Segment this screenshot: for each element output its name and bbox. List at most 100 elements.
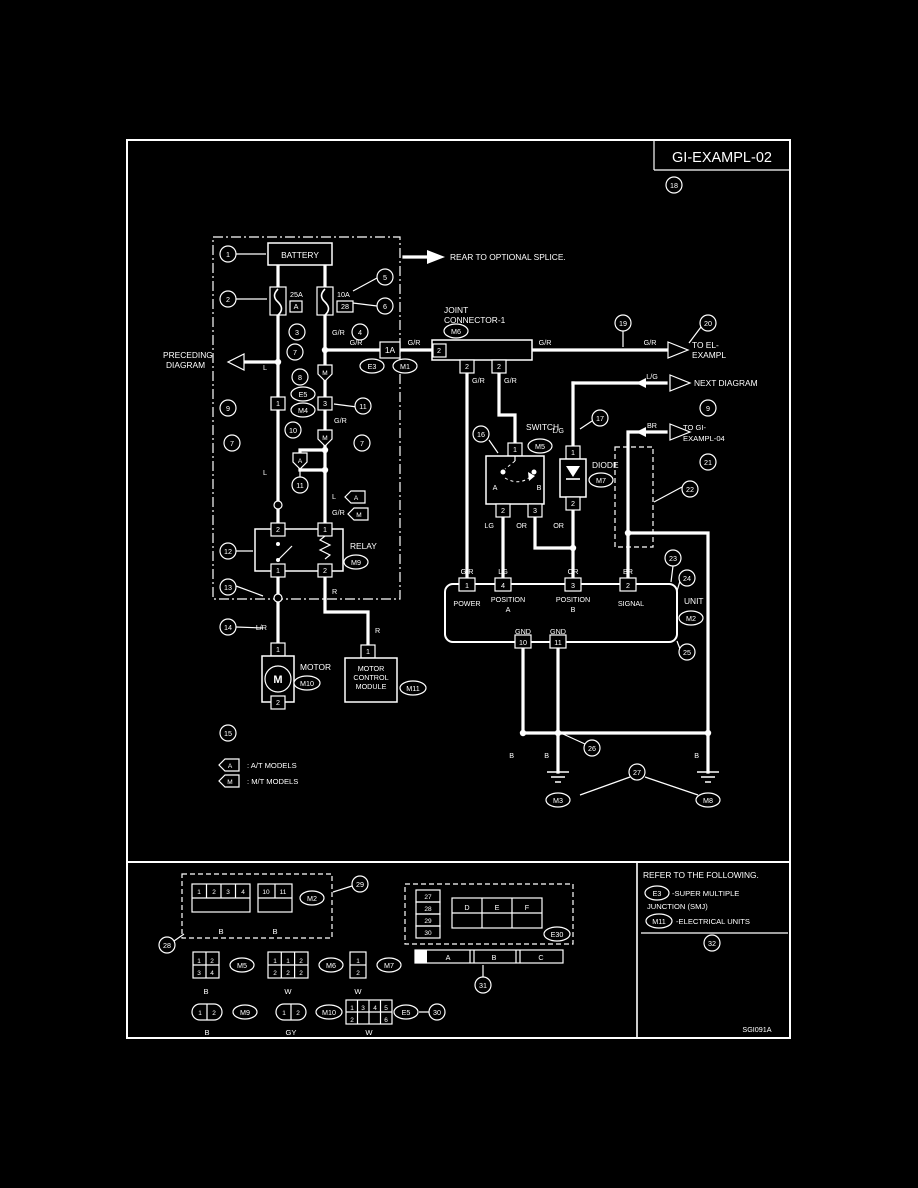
cavity: D bbox=[464, 903, 469, 912]
smj-connector-group bbox=[404, 883, 574, 945]
cavity: 1 bbox=[273, 958, 277, 965]
connector-e3: E3 bbox=[653, 889, 662, 898]
connector-m5: M5 bbox=[237, 961, 247, 970]
callout-2 bbox=[219, 290, 237, 308]
pin: 2 bbox=[501, 506, 505, 515]
to-el-l1: TO EL- bbox=[692, 340, 719, 350]
callout-27 bbox=[628, 763, 646, 781]
to-el-arrow-icon bbox=[667, 341, 690, 359]
callout-label-22: 22 bbox=[686, 485, 694, 494]
relay-block: 2 1 1 2 RELAY M9 bbox=[254, 522, 377, 578]
splice-text: REAR TO OPTIONAL SPLICE. bbox=[450, 252, 566, 262]
fuse2-amp: 10A bbox=[337, 290, 350, 299]
connector-m1: M1 bbox=[400, 362, 410, 371]
wire-label-br: BR bbox=[647, 421, 657, 430]
to-gi-exampl: BR TO GI- EXAMPL-04 bbox=[614, 421, 725, 548]
cavity: 3 bbox=[226, 889, 230, 896]
preceding-diagram: PRECEDING DIAGRAM bbox=[163, 350, 245, 371]
pin: 10 bbox=[519, 638, 527, 647]
pin: 2 bbox=[571, 499, 575, 508]
connector-m8: M8 bbox=[703, 796, 713, 805]
callout-23 bbox=[664, 549, 682, 567]
callout-label-12: 12 bbox=[224, 547, 232, 556]
connector-m10: M10 bbox=[300, 679, 314, 688]
joint-connector-box bbox=[431, 339, 533, 361]
callout-28 bbox=[158, 936, 176, 954]
wire-label-b: B bbox=[694, 751, 699, 760]
to-gi-arrow-icon bbox=[669, 423, 692, 441]
callout-7 bbox=[223, 434, 241, 452]
cavity: 29 bbox=[424, 918, 432, 925]
legend: A : A/T MODELS M : M/T MODELS bbox=[218, 758, 298, 788]
battery-box bbox=[267, 242, 333, 266]
connector-m6: M6 bbox=[326, 961, 336, 970]
control-unit: G/R LG OR BR 1 4 3 2 POWER POSITION A PO… bbox=[444, 567, 704, 649]
cavity: 1 bbox=[356, 958, 360, 965]
ground-icon bbox=[697, 771, 719, 783]
callout-6 bbox=[376, 297, 394, 315]
cavity: 3 bbox=[197, 970, 201, 977]
pin: 1 bbox=[571, 448, 575, 457]
callout-19 bbox=[614, 314, 632, 332]
next-diagram: L/G NEXT DIAGRAM bbox=[636, 372, 758, 392]
fuse1-amp: 25A bbox=[290, 290, 303, 299]
preceding-l2: DIAGRAM bbox=[166, 360, 205, 370]
wire-label-r: R bbox=[332, 587, 337, 596]
callout-label-5: 5 bbox=[383, 273, 387, 282]
wire-label-l: L bbox=[332, 492, 336, 501]
terminal-position-b: POSITION bbox=[556, 595, 590, 604]
callout-label-9: 9 bbox=[706, 404, 710, 413]
cavity: 28 bbox=[424, 906, 432, 913]
callout-4 bbox=[351, 323, 369, 341]
callout-32 bbox=[703, 934, 721, 952]
next-diagram-label: NEXT DIAGRAM bbox=[694, 378, 758, 388]
refer-heading: REFER TO THE FOLLOWING. bbox=[643, 870, 759, 880]
mt-marker bbox=[347, 507, 369, 521]
callout-label-7: 7 bbox=[293, 348, 297, 357]
callout-label-9: 9 bbox=[226, 404, 230, 413]
cavity: 2 bbox=[299, 970, 303, 977]
callout-label-8: 8 bbox=[298, 373, 302, 382]
wire-label-gr: G/R bbox=[332, 508, 345, 517]
cavity: 2 bbox=[212, 889, 216, 896]
switch-throw-arrow bbox=[528, 472, 535, 481]
connector-color: B bbox=[272, 927, 277, 936]
callout-16 bbox=[472, 425, 490, 443]
switch-box bbox=[485, 455, 545, 505]
callout-3 bbox=[288, 323, 306, 341]
terminal-signal: SIGNAL bbox=[618, 599, 644, 608]
cavity: 1 bbox=[282, 1010, 286, 1017]
callout-7 bbox=[286, 343, 304, 361]
at-marker bbox=[218, 758, 240, 772]
wire-label-gr: G/R bbox=[461, 567, 474, 576]
cavity: 4 bbox=[373, 1005, 377, 1012]
smj-pin-box bbox=[379, 341, 401, 359]
callout-label-11: 11 bbox=[296, 481, 303, 490]
diode-symbol bbox=[566, 466, 580, 477]
next-diagram-arrow-icon bbox=[669, 374, 692, 392]
callout-17 bbox=[591, 409, 609, 427]
terminal-power: POWER bbox=[453, 599, 480, 608]
cavity: 1 bbox=[286, 958, 290, 965]
wire-label-or: OR bbox=[568, 567, 579, 576]
pin: 2 bbox=[497, 362, 501, 371]
wire-label-gr: G/R bbox=[539, 338, 552, 347]
joint-l2: CONNECTOR-1 bbox=[444, 315, 506, 325]
connector-color: W bbox=[354, 987, 362, 996]
preceding-arrow-icon bbox=[226, 353, 245, 371]
to-gi-l1: TO GI- bbox=[683, 423, 707, 432]
relay-label: RELAY bbox=[350, 541, 377, 551]
callout-label-31: 31 bbox=[479, 981, 487, 990]
pin: 3 bbox=[323, 399, 327, 408]
callout-label-13: 13 bbox=[224, 583, 232, 592]
callout-14 bbox=[219, 618, 237, 636]
mt-marker bbox=[317, 429, 333, 447]
motor-label: MOTOR bbox=[300, 662, 331, 672]
cavity: 2 bbox=[212, 1010, 216, 1017]
callout-11 bbox=[291, 476, 309, 494]
to-gi-l2: EXAMPL-04 bbox=[683, 434, 725, 443]
connector-faces: 1 2 3 4 B 10 11 B M2 27 28 29 30 D E F E… bbox=[181, 873, 574, 1037]
wire-label-b: B bbox=[509, 751, 514, 760]
contact-b: B bbox=[537, 483, 542, 492]
